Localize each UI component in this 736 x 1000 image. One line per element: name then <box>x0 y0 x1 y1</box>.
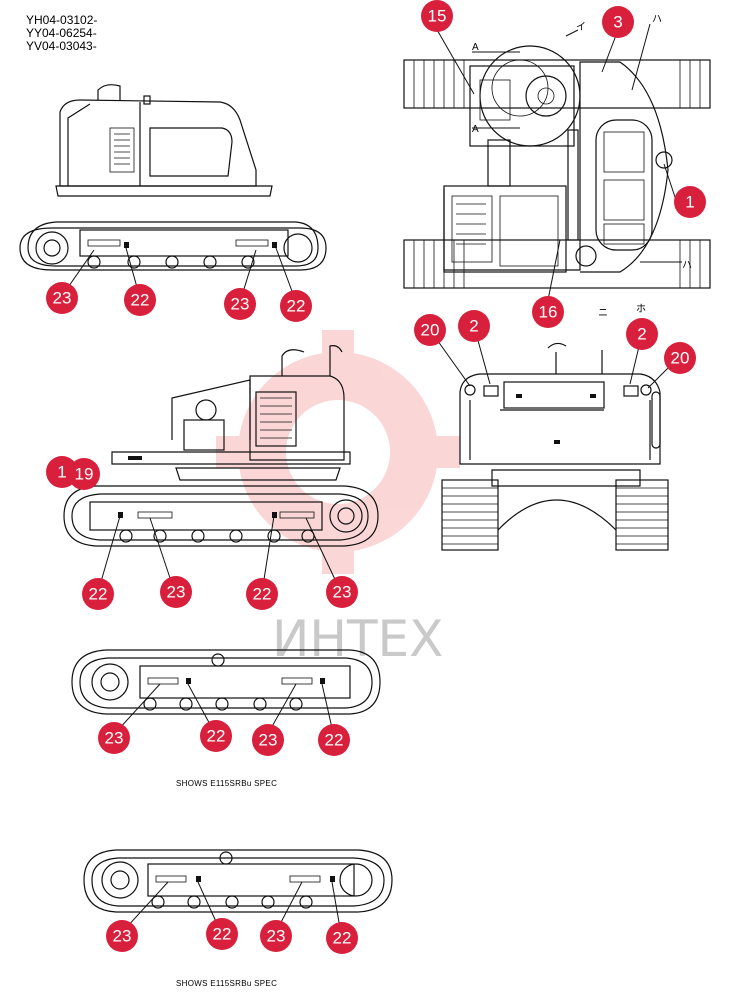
svg-text:22: 22 <box>213 925 232 944</box>
callout-2: 2 <box>626 318 658 350</box>
serial-number: YV04-03043- <box>26 39 97 53</box>
svg-text:20: 20 <box>671 349 690 368</box>
svg-text:22: 22 <box>333 929 352 948</box>
section-marker: ホ <box>636 303 646 315</box>
callout-23: 23 <box>260 920 292 952</box>
serial-number: YY04-06254- <box>26 26 97 40</box>
callout-23: 23 <box>252 724 284 756</box>
callout-3: 3 <box>602 6 634 38</box>
callout-22: 22 <box>246 578 278 610</box>
undercarriage-view-2 <box>83 849 393 929</box>
svg-text:19: 19 <box>75 465 94 484</box>
svg-text:1: 1 <box>57 463 66 482</box>
svg-text:16: 16 <box>539 303 558 322</box>
callout-1: 1 <box>674 186 706 218</box>
section-marker: ニ <box>598 308 608 319</box>
serial-number: YH04-03102- <box>26 13 98 27</box>
svg-text:23: 23 <box>113 927 132 946</box>
svg-text:15: 15 <box>428 7 447 26</box>
svg-text:2: 2 <box>469 317 478 336</box>
callout-23: 23 <box>160 576 192 608</box>
callout-20: 20 <box>664 342 696 374</box>
svg-text:22: 22 <box>325 731 344 750</box>
svg-text:23: 23 <box>267 927 286 946</box>
callout-23: 23 <box>46 282 78 314</box>
svg-text:20: 20 <box>421 321 440 340</box>
undercarriage-view-1 <box>71 649 381 731</box>
callout-22: 22 <box>318 724 350 756</box>
callout-22: 22 <box>280 290 312 322</box>
section-marker: A <box>472 124 479 135</box>
top-view-machine: A A イ ハ ニ ホ ハ <box>403 14 711 319</box>
callout-22: 22 <box>200 720 232 752</box>
svg-text:23: 23 <box>259 731 278 750</box>
svg-text:22: 22 <box>207 727 226 746</box>
callout-22: 22 <box>326 922 358 954</box>
callout-23: 23 <box>224 288 256 320</box>
rear-view-machine <box>429 325 679 551</box>
svg-text:23: 23 <box>53 289 72 308</box>
callout-23: 23 <box>326 576 358 608</box>
svg-text:2: 2 <box>637 325 646 344</box>
side-view-machine-2 <box>63 345 379 593</box>
callout-15: 15 <box>421 0 453 32</box>
callout-23: 23 <box>106 920 138 952</box>
svg-text:22: 22 <box>253 585 272 604</box>
callout-16: 16 <box>532 296 564 328</box>
svg-text:23: 23 <box>167 583 186 602</box>
callout-19: 19 <box>68 458 100 490</box>
callout-22: 22 <box>124 284 156 316</box>
section-marker: ハ <box>682 260 692 271</box>
svg-text:1: 1 <box>685 193 694 212</box>
callout-22: 22 <box>82 578 114 610</box>
svg-text:22: 22 <box>287 297 306 316</box>
watermark-text: ИНТЕХ <box>272 610 443 668</box>
svg-text:3: 3 <box>613 13 622 32</box>
svg-text:22: 22 <box>131 291 150 310</box>
figure-caption: SHOWS E115SRBu SPEC <box>176 779 278 788</box>
side-view-machine-1 <box>19 84 327 303</box>
svg-text:22: 22 <box>89 585 108 604</box>
callout-22: 22 <box>206 918 238 950</box>
section-marker: ハ <box>652 14 662 25</box>
svg-text:23: 23 <box>231 295 250 314</box>
svg-text:23: 23 <box>105 729 124 748</box>
callout-23: 23 <box>98 722 130 754</box>
section-marker: A <box>472 42 479 53</box>
serial-number-block: YH04-03102- YY04-06254- YV04-03043- <box>26 14 97 53</box>
callout-2: 2 <box>458 310 490 342</box>
callout-20: 20 <box>414 314 446 346</box>
section-marker: イ <box>576 22 586 33</box>
svg-text:23: 23 <box>333 583 352 602</box>
figure-caption: SHOWS E115SRBu SPEC <box>176 979 278 988</box>
